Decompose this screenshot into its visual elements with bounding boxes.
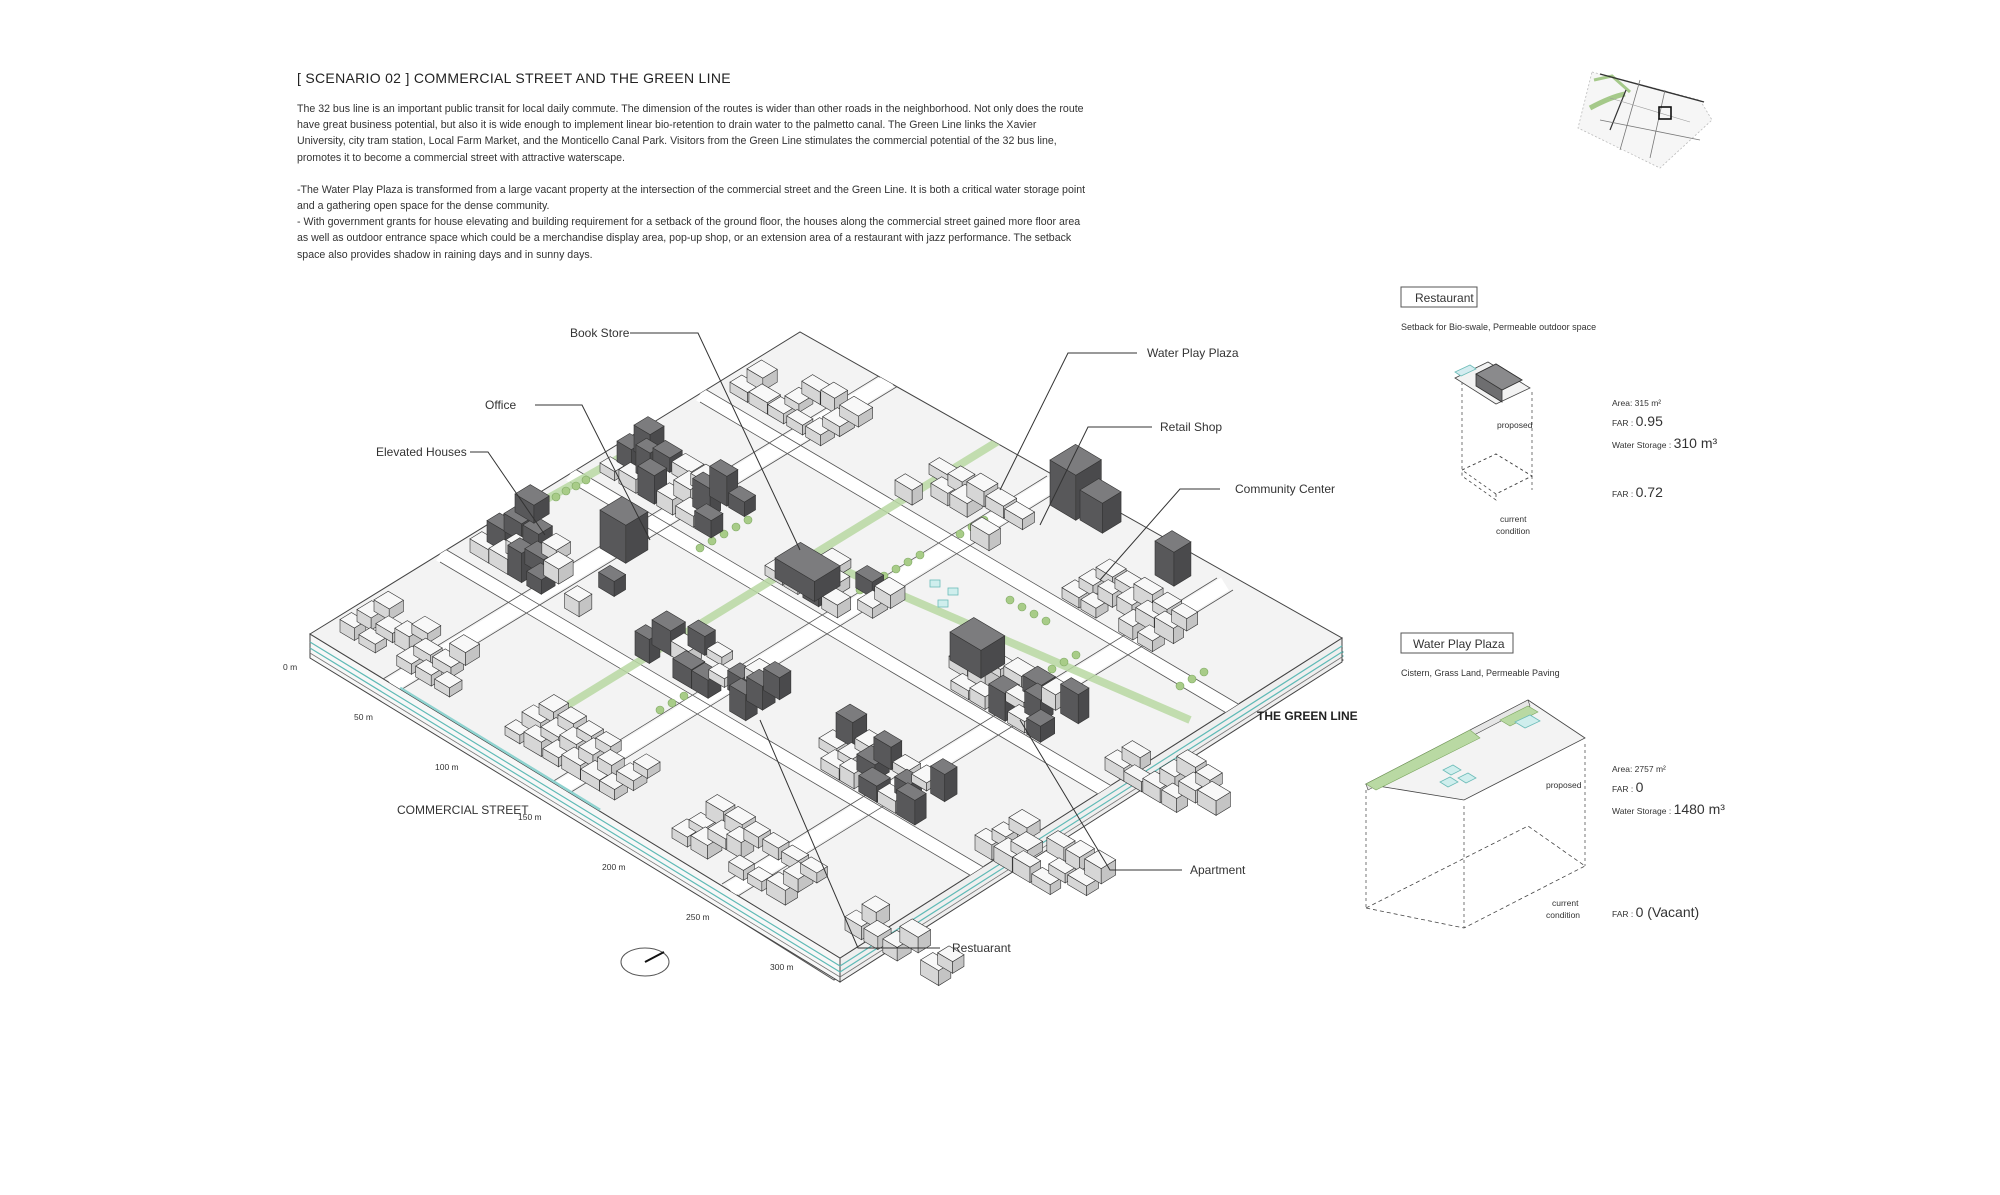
callout-labels: Book Store Office Elevated Houses Water …	[376, 326, 1335, 955]
callout-restaurant: Restuarant	[952, 941, 1011, 955]
plaza-current-far: FAR : 0 (Vacant)	[1612, 904, 1699, 920]
scale-tick-150: 150 m	[518, 812, 542, 822]
callout-water-play-plaza: Water Play Plaza	[1147, 346, 1239, 360]
scale-tick-0: 0 m	[283, 662, 297, 672]
callout-office: Office	[485, 398, 516, 412]
scale-tick-300: 300 m	[770, 962, 794, 972]
plaza-area: Area: 2757 m²	[1612, 764, 1666, 774]
minimap-highlight-square	[1658, 106, 1672, 120]
scale-tick-200: 200 m	[602, 862, 626, 872]
restaurant-far-value: 0.95	[1636, 413, 1663, 429]
restaurant-current-far: FAR : 0.72	[1612, 484, 1663, 500]
restaurant-panel: Restaurant Setback for Bio-swale, Permea…	[1400, 286, 1717, 536]
label-green-line: THE GREEN LINE	[1257, 709, 1358, 723]
label-commercial-street: COMMERCIAL STREET	[397, 803, 529, 817]
plaza-current-far-value: 0 (Vacant)	[1636, 904, 1700, 920]
restaurant-far: FAR : 0.95	[1612, 413, 1663, 429]
callout-elevated-houses: Elevated Houses	[376, 445, 467, 459]
location-minimap	[1577, 71, 1713, 169]
north-arrow	[620, 947, 670, 977]
description-paragraph-2: -The Water Play Plaza is transformed fro…	[297, 183, 1086, 213]
restaurant-subtitle: Setback for Bio-swale, Permeable outdoor…	[1401, 322, 1596, 332]
plaza-proposed-label: proposed	[1546, 780, 1582, 790]
plaza-water-value: 1480 m³	[1674, 801, 1726, 817]
callout-community-center: Community Center	[1235, 482, 1335, 496]
plaza-subtitle: Cistern, Grass Land, Permeable Paving	[1401, 668, 1560, 678]
callout-retail-shop: Retail Shop	[1160, 420, 1222, 434]
plaza-panel: Water Play Plaza Cistern, Grass Land, Pe…	[1364, 632, 1725, 929]
restaurant-water-label: Water Storage :	[1612, 440, 1674, 450]
restaurant-current-far-value: 0.72	[1636, 484, 1663, 500]
callout-lines	[470, 332, 1220, 949]
buildings	[339, 359, 1231, 987]
callout-apartment: Apartment	[1190, 863, 1246, 877]
description: The 32 bus line is an important public t…	[297, 101, 1087, 263]
restaurant-current-label-1: current	[1500, 514, 1527, 524]
restaurant-far-label: FAR :	[1612, 418, 1636, 428]
plaza-heading: Water Play Plaza	[1413, 637, 1505, 651]
plaza-current-far-label: FAR :	[1612, 909, 1636, 919]
restaurant-area: Area: 315 m²	[1612, 398, 1661, 408]
plaza-far-value: 0	[1636, 779, 1644, 795]
description-paragraph-3: - With government grants for house eleva…	[297, 216, 1081, 261]
scale-bar: 0 m 50 m 100 m 150 m 200 m 250 m 300 m	[283, 662, 794, 972]
description-paragraph-1: The 32 bus line is an important public t…	[297, 103, 1084, 164]
plaza-heading-box	[1400, 632, 1514, 654]
plaza-water: Water Storage : 1480 m³	[1612, 801, 1725, 817]
scale-tick-100: 100 m	[435, 762, 459, 772]
restaurant-heading: Restaurant	[1415, 291, 1474, 305]
restaurant-water-value: 310 m³	[1674, 435, 1718, 451]
plaza-pools	[929, 579, 959, 608]
plaza-far: FAR : 0	[1612, 779, 1644, 795]
restaurant-water: Water Storage : 310 m³	[1612, 435, 1717, 451]
restaurant-current-label-2: condition	[1496, 526, 1530, 536]
restaurant-current-far-label: FAR :	[1612, 489, 1636, 499]
plaza-water-label: Water Storage :	[1612, 806, 1674, 816]
callout-book-store: Book Store	[570, 326, 630, 340]
restaurant-heading-box	[1400, 286, 1478, 308]
scale-tick-50: 50 m	[354, 712, 373, 722]
plaza-far-label: FAR :	[1612, 784, 1636, 794]
plaza-current-label-2: condition	[1546, 910, 1580, 920]
scale-tick-250: 250 m	[686, 912, 710, 922]
main-axonometric-map: Book Store Office Elevated Houses Water …	[283, 326, 1358, 987]
page-title: [ SCENARIO 02 ] COMMERCIAL STREET AND TH…	[297, 70, 731, 86]
plaza-current-label-1: current	[1552, 898, 1579, 908]
restaurant-proposed-label: proposed	[1497, 420, 1533, 430]
